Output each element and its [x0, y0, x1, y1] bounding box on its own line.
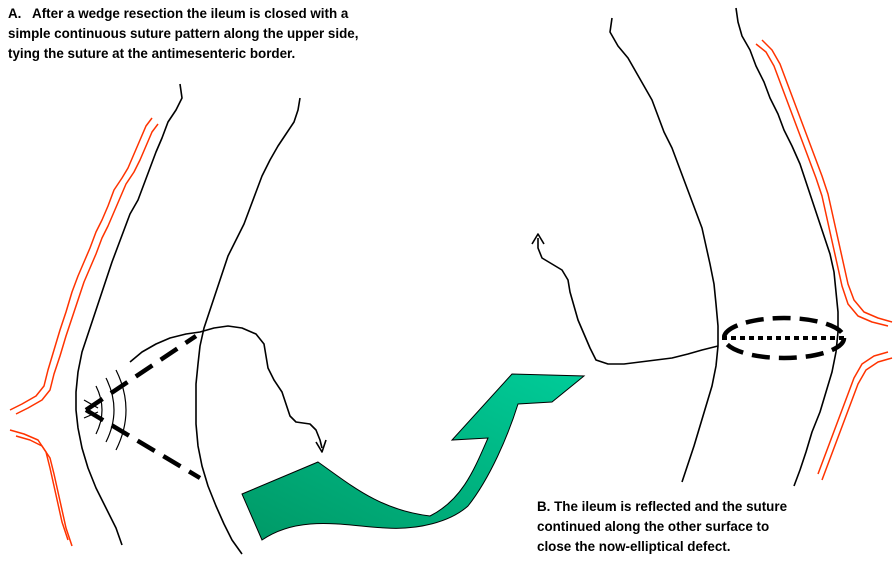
wedge-upper-dash [86, 336, 196, 410]
ileum-b-right-wall [736, 8, 838, 486]
wedge-lower-dash [86, 410, 200, 478]
ileum-b-left-wall [610, 18, 718, 482]
elliptical-defect-b [722, 318, 846, 358]
ileum-a-left-wall [76, 84, 182, 545]
ileum-a-cut-edge [130, 326, 322, 448]
mesentery-b [756, 40, 892, 480]
ileum-b-cut-edge [538, 238, 718, 364]
reflection-arrow [242, 374, 584, 540]
mesentery-a [10, 118, 158, 546]
panel-b-ileum [532, 8, 838, 486]
wedge-dashes-a [86, 336, 200, 478]
